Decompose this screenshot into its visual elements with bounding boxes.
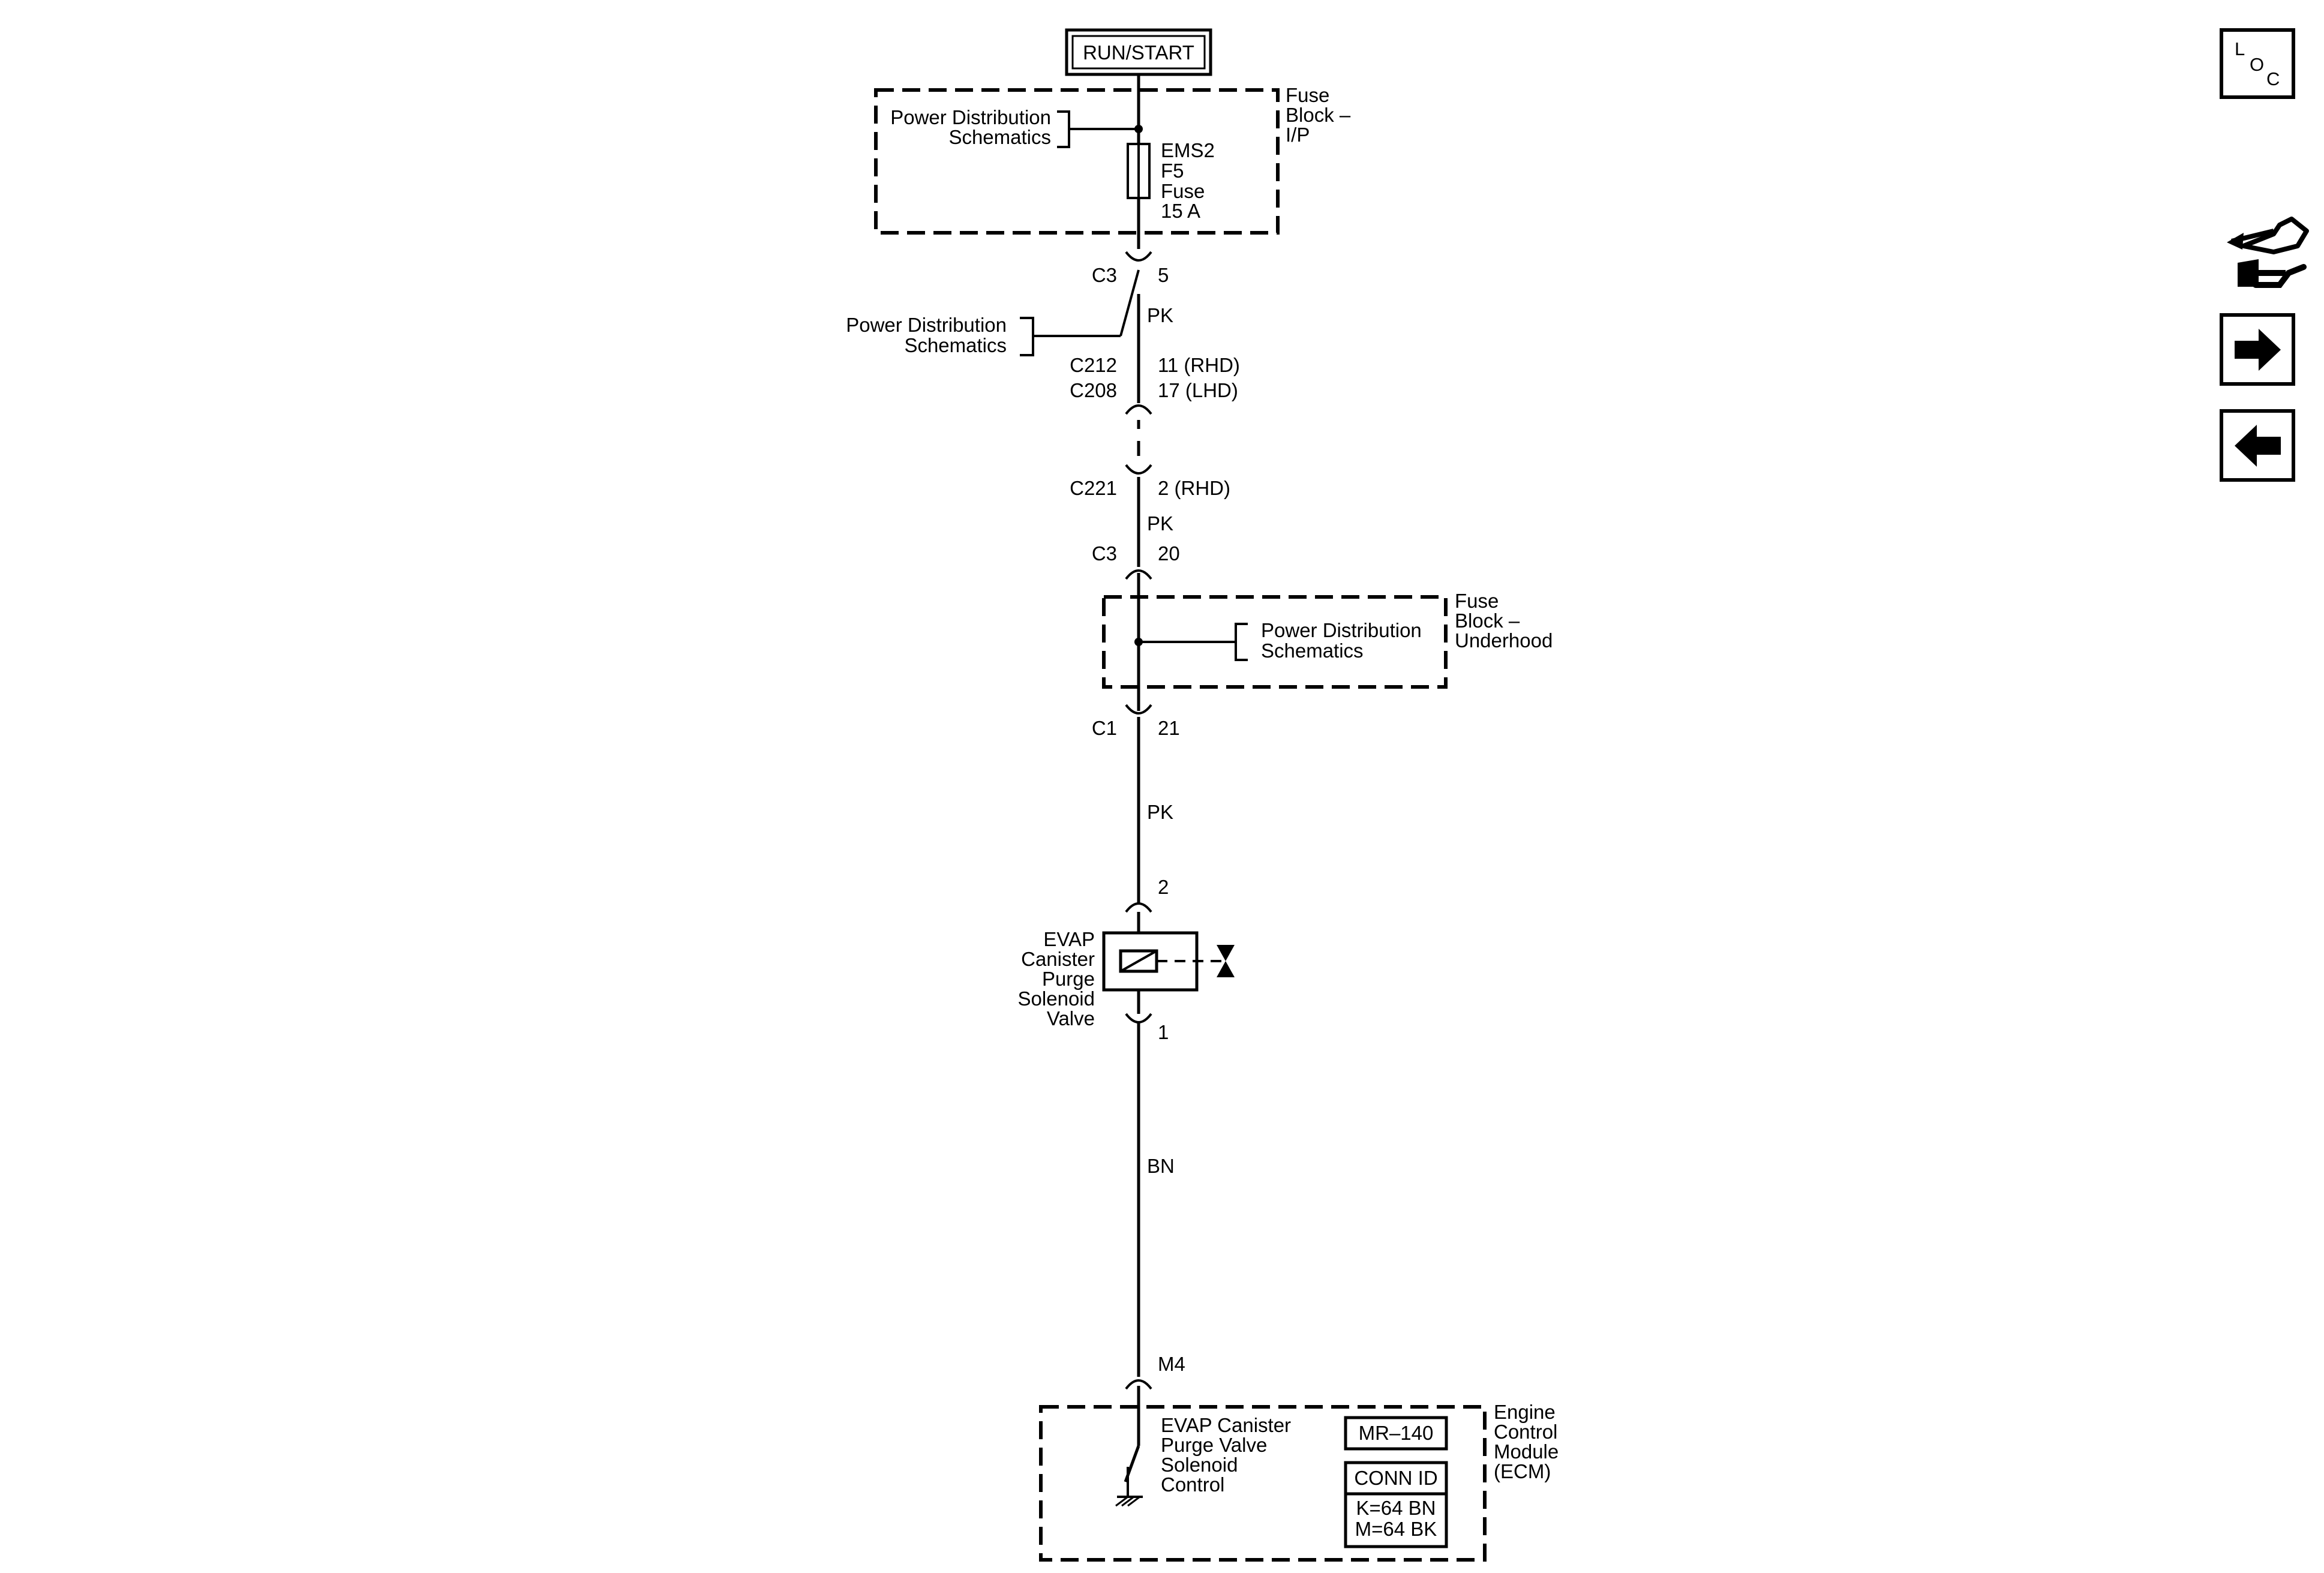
ecm-name-1: Engine <box>1494 1401 1556 1423</box>
ecm-name-4: (ECM) <box>1494 1460 1551 1482</box>
splice-ref-2: Schematics <box>904 334 1007 356</box>
c1-pin: 21 <box>1158 717 1180 739</box>
c1-name: C1 <box>1092 717 1117 739</box>
underhood-ref-2: Schematics <box>1261 640 1364 662</box>
c212-pin: 11 (RHD) <box>1158 354 1240 376</box>
ecm-part-number: MR–140 <box>1359 1422 1434 1444</box>
connector-swap-icon <box>2227 217 2309 288</box>
underhood-name-1: Fuse <box>1455 590 1499 612</box>
solenoid-label-2: Canister <box>1021 948 1095 970</box>
ip-power-dist-ref-2: Schematics <box>948 126 1051 148</box>
c208-pin: 17 (LHD) <box>1158 379 1238 401</box>
connector-c3-top: C3 5 <box>1092 251 1169 286</box>
fuse-block-ip-name-1: Fuse <box>1286 84 1329 106</box>
solenoid-label-5: Valve <box>1047 1007 1095 1029</box>
arrow-left-icon <box>2235 425 2281 467</box>
connector-swap-button[interactable] <box>2227 217 2309 288</box>
fuse-label-4: 15 A <box>1161 200 1200 222</box>
underhood-ref-1: Power Distribution <box>1261 619 1422 641</box>
valve-icon <box>1217 945 1235 977</box>
ip-power-dist-ref-1: Power Distribution <box>890 106 1051 128</box>
solenoid-pin-top: 2 <box>1158 876 1169 898</box>
previous-page-button[interactable] <box>2220 409 2295 482</box>
splice-ref-1: Power Distribution <box>846 314 1007 336</box>
ecm: M4 Engine Control Module (ECM) EVAP Cani… <box>1039 1353 1559 1562</box>
ground-switch-icon <box>1115 1386 1143 1507</box>
c221-name: C221 <box>1070 477 1117 499</box>
conn-id-line-1: K=64 BN <box>1356 1497 1436 1519</box>
ecm-name-3: Module <box>1494 1440 1559 1463</box>
fuse-label-1: EMS2 <box>1161 139 1215 161</box>
wire4-color: BN <box>1147 1155 1175 1177</box>
fuse-label-3: Fuse <box>1161 180 1205 202</box>
ecm-control-1: EVAP Canister <box>1161 1414 1291 1436</box>
loc-letter-o: O <box>2250 54 2264 75</box>
ecm-control-4: Control <box>1161 1473 1224 1496</box>
c3-top-name: C3 <box>1092 264 1117 286</box>
ecm-control-2: Purge Valve <box>1161 1434 1267 1456</box>
fuse-block-ip-name-3: I/P <box>1286 124 1310 146</box>
wire2-color: PK <box>1147 512 1173 535</box>
next-page-button[interactable] <box>2220 313 2295 386</box>
underhood-name-2: Block – <box>1455 610 1520 632</box>
wire1-color: PK <box>1147 304 1173 326</box>
c3-bottom-pin: 20 <box>1158 542 1180 565</box>
ecm-pin: M4 <box>1158 1353 1185 1375</box>
conn-id-line-2: M=64 BK <box>1355 1518 1437 1540</box>
c212-name: C212 <box>1070 354 1117 376</box>
solenoid-label-4: Solenoid <box>1018 987 1095 1010</box>
loc-letter-c: C <box>2266 68 2280 89</box>
connector-c212-c208: C212 11 (RHD) C208 17 (LHD) <box>1070 354 1240 415</box>
ecm-control-3: Solenoid <box>1161 1454 1238 1476</box>
fuse-label-2: F5 <box>1161 160 1184 182</box>
loc-icon <box>2220 28 2295 99</box>
c3-bottom-name: C3 <box>1092 542 1117 565</box>
fuse-block-underhood: Fuse Block – Underhood Power Distributio… <box>1102 590 1553 689</box>
solenoid-label-3: Purge <box>1042 968 1095 990</box>
fuse-block-ip-name-2: Block – <box>1286 104 1351 126</box>
loc-button[interactable]: L O C <box>2220 28 2295 99</box>
fuse-ems2-f5-icon <box>1127 143 1151 199</box>
ecm-name-2: Control <box>1494 1421 1557 1443</box>
arrow-right-icon <box>2235 329 2281 371</box>
solenoid-label-1: EVAP <box>1043 928 1095 950</box>
loc-letter-l: L <box>2235 38 2245 59</box>
c3-top-pin: 5 <box>1158 264 1169 286</box>
connector-c221: C221 2 (RHD) <box>1070 464 1230 499</box>
run-start-label: RUN/START <box>1083 41 1194 64</box>
run-start-source: RUN/START <box>1065 28 1212 76</box>
fuse-block-ip: Fuse Block – I/P Power Distribution Sche… <box>874 84 1351 235</box>
evap-solenoid: 2 EVAP Canister Purge Solenoid Valve 1 <box>1018 876 1235 1043</box>
connector-c1: C1 21 <box>1092 704 1180 739</box>
underhood-name-3: Underhood <box>1455 629 1553 652</box>
c221-pin: 2 (RHD) <box>1158 477 1230 499</box>
connector-c3-bottom: C3 20 <box>1092 542 1180 580</box>
solenoid-pin-bottom: 1 <box>1158 1021 1169 1043</box>
c208-name: C208 <box>1070 379 1117 401</box>
splice-power-dist: Power Distribution Schematics <box>846 269 1140 356</box>
conn-id-title: CONN ID <box>1354 1467 1437 1489</box>
wire3-color: PK <box>1147 801 1173 823</box>
